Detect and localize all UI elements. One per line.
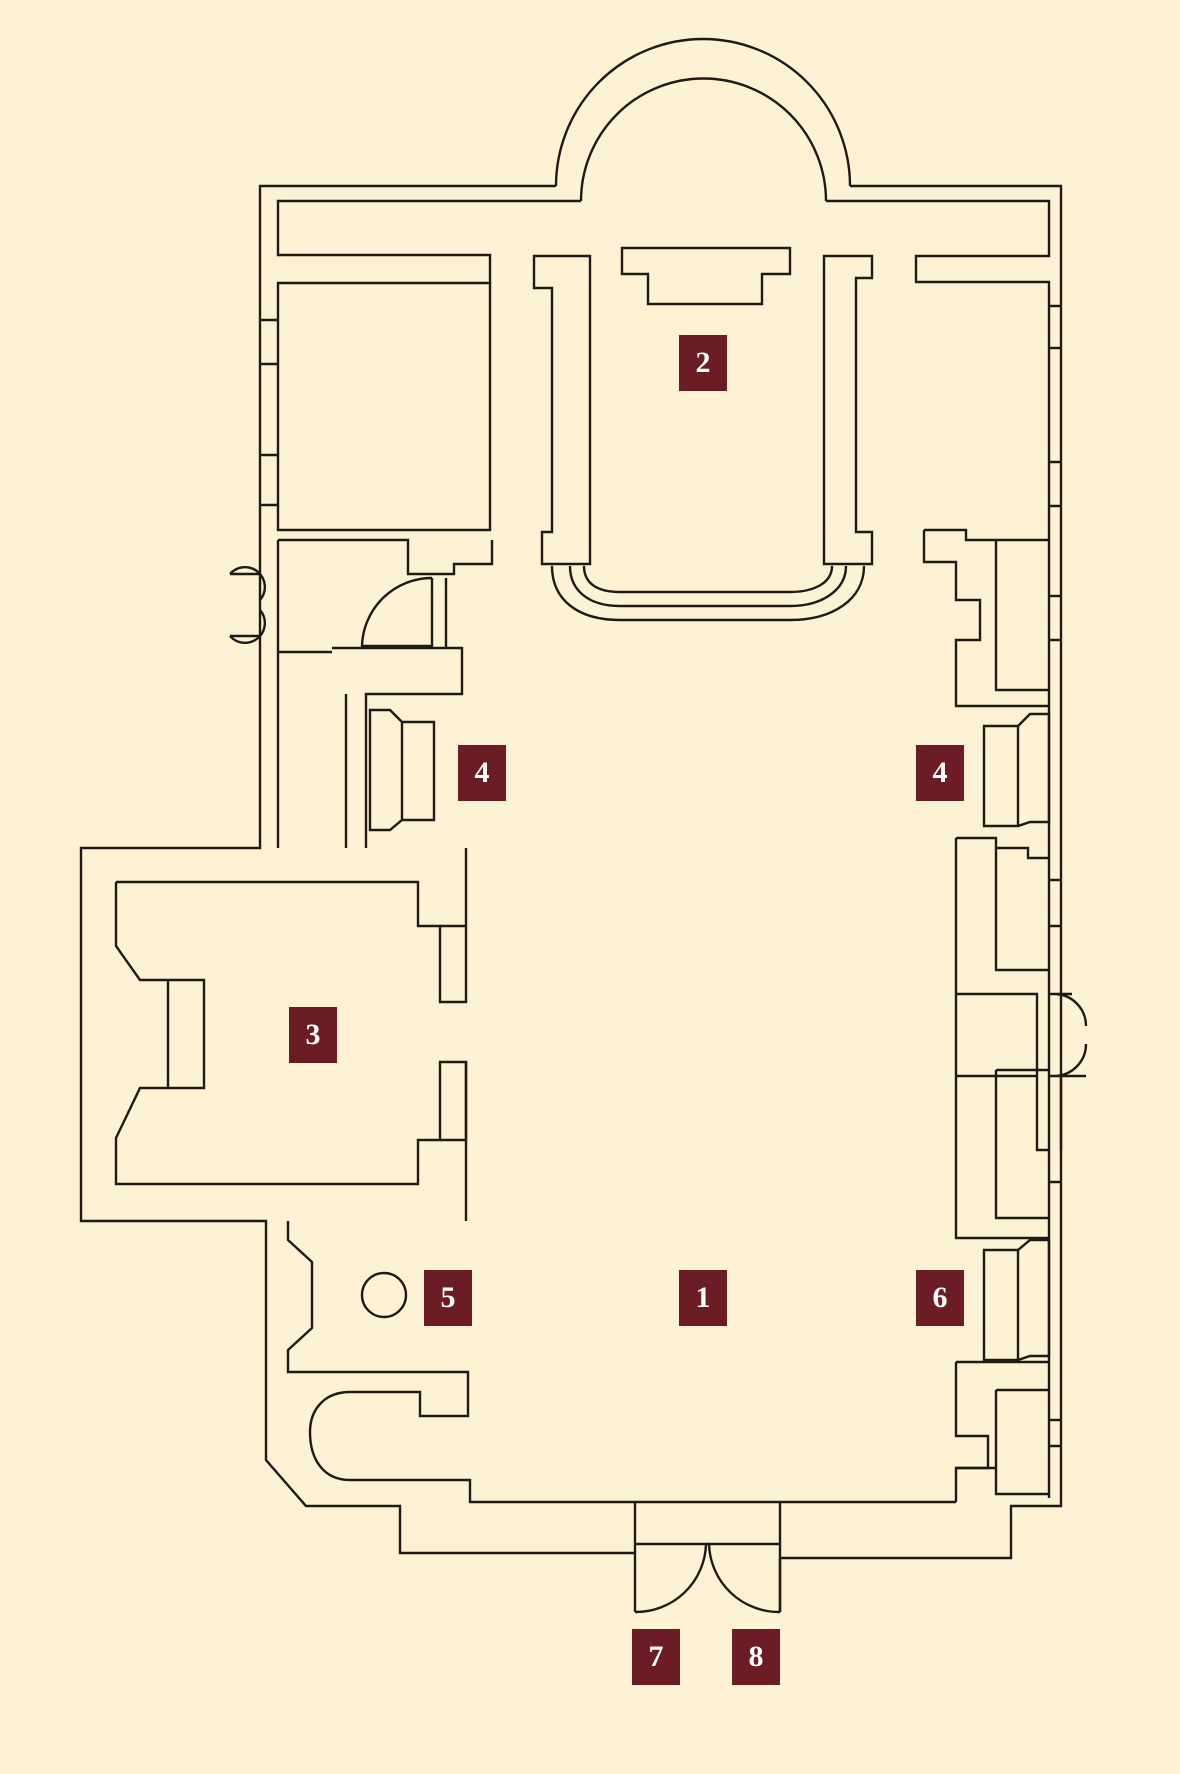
marker-3-west-chapel: 3: [289, 1007, 337, 1063]
east-upper-room: [922, 528, 1049, 708]
apse-inner-wall: [579, 77, 828, 202]
vestibule-partition: [332, 646, 464, 848]
marker-2-apse: 2: [679, 335, 727, 391]
east-door-leaves: [1049, 992, 1088, 1078]
east-lower-room: [954, 1360, 1061, 1502]
outer-north-wall: [79, 184, 635, 1555]
entrance-portal: [633, 1500, 782, 1612]
inner-north-wall-east: [826, 199, 1051, 1498]
entrance-door-leaves: [634, 1542, 781, 1614]
east-niche-lower: [982, 1238, 1051, 1362]
vestibule-door: [360, 576, 448, 648]
west-vestibule: [276, 538, 494, 848]
choir-arc: [550, 565, 866, 622]
altar: [620, 246, 792, 306]
baptismal-font: [360, 1271, 408, 1319]
outer-east-wall: [780, 184, 1063, 1560]
north-pillar-left: [532, 254, 592, 566]
inner-north-wall: [276, 199, 581, 283]
west-niche: [368, 708, 436, 832]
marker-8-entrance-right: 8: [732, 1629, 780, 1685]
west-door-leaves: [229, 565, 267, 645]
east-door-jamb: [956, 992, 1063, 1184]
west-wall-ticks: [260, 318, 278, 507]
marker-6-east-niche: 6: [916, 1270, 964, 1326]
east-room-middle: [954, 836, 1049, 1240]
marker-7-entrance-left: 7: [632, 1629, 680, 1685]
west-room-upper: [276, 281, 492, 532]
apse-outer-wall: [554, 37, 852, 187]
east-niche: [982, 712, 1051, 828]
marker-4-west-niche: 4: [458, 745, 506, 801]
west-chapel-jamb: [440, 924, 468, 1142]
south-wall-east: [778, 1466, 996, 1612]
marker-5-font: 5: [424, 1270, 472, 1326]
marker-1-nave: 1: [679, 1270, 727, 1326]
north-pillar-right: [822, 254, 874, 566]
marker-4-east-niche: 4: [916, 745, 964, 801]
east-wall-ticks: [1049, 304, 1061, 928]
southwest-bay: [286, 1221, 635, 1504]
